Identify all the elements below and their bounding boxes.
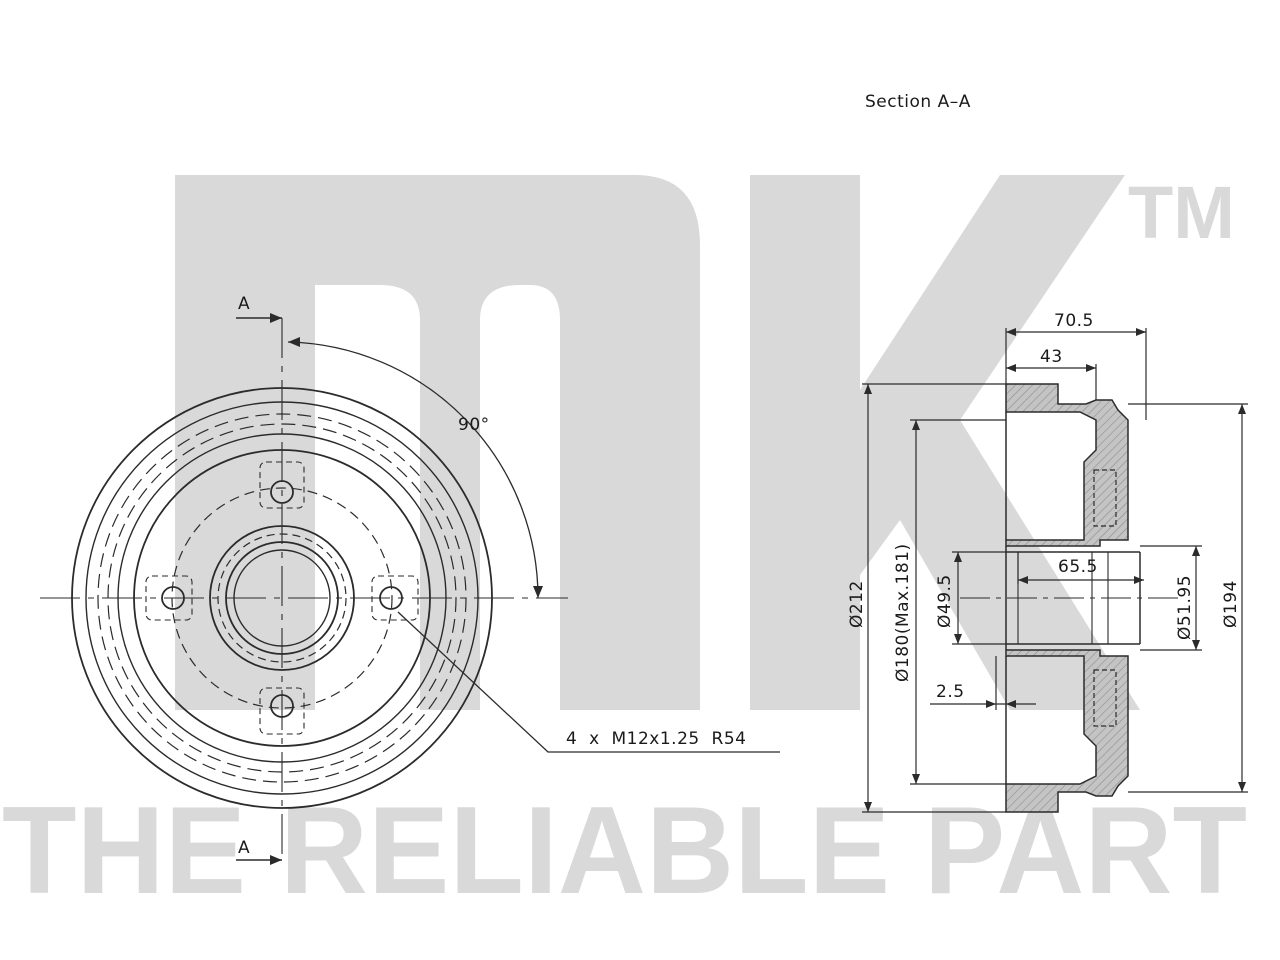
dim-hub-offset: 43 (1040, 347, 1063, 367)
trademark-text: TM (1128, 171, 1235, 254)
section-marker-top: A (238, 294, 250, 314)
dia-hub-label: Ø51.95 (1175, 575, 1195, 640)
section-title: Section A–A (865, 92, 971, 112)
angle-label: 90° (458, 415, 490, 435)
dimension-arrowheads (864, 328, 1246, 812)
section-dimensions (862, 328, 1248, 813)
tagline-text: THE RELIABLE PART (2, 782, 1247, 920)
drum-section-bottom (1005, 649, 1129, 813)
bolt-callout-leader (397, 611, 780, 753)
section-marker-bottom: A (238, 838, 250, 858)
dia-bore-label: Ø49.5 (935, 574, 955, 628)
dim-overall-width: 70.5 (1054, 311, 1094, 331)
angle-arc (287, 341, 539, 599)
bore-outline (960, 412, 1180, 784)
nk-logo: TM (175, 171, 1235, 710)
dia-flange-label: Ø194 (1221, 580, 1241, 628)
dim-lip: 2.5 (936, 682, 965, 702)
dia-drum-inner-label: Ø180(Max.181) (893, 543, 913, 682)
dim-hub-length: 65.5 (1058, 557, 1098, 577)
front-view (40, 313, 780, 865)
bolt-callout-label: 4 x M12x1.25 R54 (566, 729, 746, 749)
nk-watermark: TM THE RELIABLE PART (2, 171, 1247, 920)
drum-section-top (1005, 383, 1129, 547)
section-view (862, 328, 1248, 813)
dia-outer-label: Ø212 (847, 580, 867, 628)
